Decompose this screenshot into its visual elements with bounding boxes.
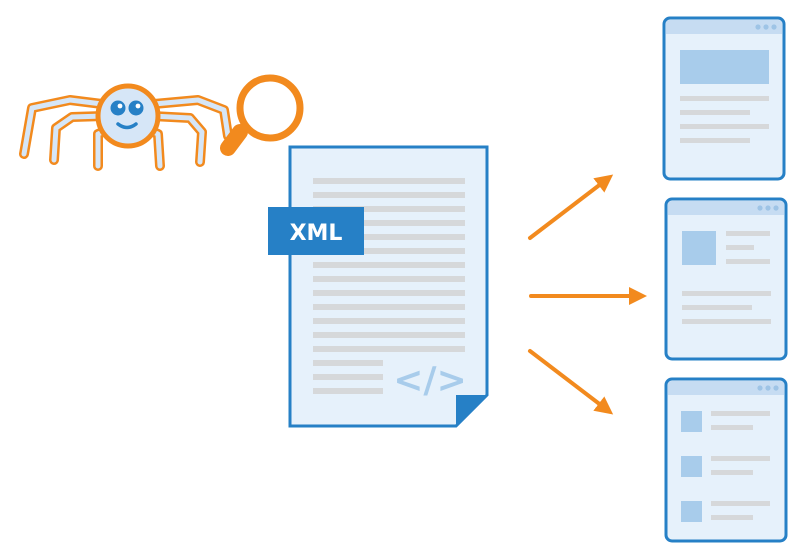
xml-badge-label: XML (290, 221, 343, 246)
spider-bot-icon (19, 74, 304, 171)
spider-body (95, 83, 161, 149)
document-text-lines (313, 178, 465, 394)
window-dots (755, 24, 777, 30)
arrows (528, 174, 647, 415)
xml-document-icon: </> XML (268, 145, 489, 428)
webpage-hero-layout-icon (662, 16, 786, 181)
webpage-thumbnail-layout-icon (664, 197, 788, 361)
document-folded-corner (456, 395, 487, 426)
code-brackets-icon: </> (393, 360, 466, 401)
xml-badge: XML (268, 207, 364, 255)
arrow-up-right-icon (528, 174, 614, 240)
spider-face (110, 100, 144, 130)
arrow-down-right-icon (528, 349, 614, 415)
window-dots (757, 385, 779, 391)
window-dots (757, 205, 779, 211)
webpage-list-layout-icon (664, 377, 788, 543)
magnifying-glass-icon (220, 74, 304, 156)
